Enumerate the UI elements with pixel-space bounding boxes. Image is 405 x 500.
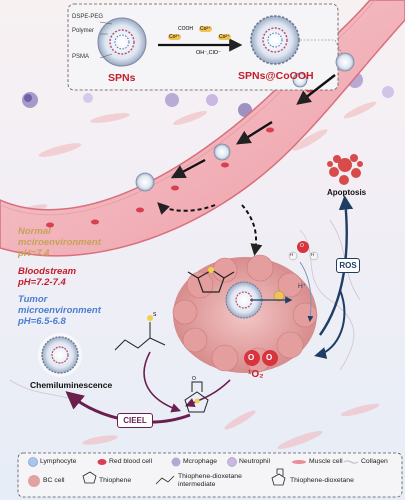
neutrophil-icon <box>227 457 237 467</box>
legend-muscle-cell: Muscle cell <box>309 458 343 465</box>
chemiluminescent-particle <box>38 333 82 377</box>
legend-lymphocyte: Lymphocyte <box>40 458 77 465</box>
spns-cooh-nanoparticle <box>250 15 300 65</box>
legend-box <box>17 452 403 498</box>
bc-cell-icon <box>28 475 40 487</box>
chem-co-1: Co²⁺ <box>168 34 181 40</box>
thiophene-icon <box>82 471 97 484</box>
cieel-label: CIEEL <box>117 413 153 428</box>
dioxetane-intermediate-icon <box>155 475 175 485</box>
legend-red-blood-cell: Red blood cell <box>109 458 153 465</box>
chemiluminescence-label: Chemiluminescence <box>30 380 113 390</box>
env-bloodstream: Bloodstream pH=7.2-7.4 <box>18 266 77 288</box>
h-atom-1: H <box>290 252 294 257</box>
apoptotic-cell <box>327 154 363 185</box>
macrophage-icon <box>171 457 181 467</box>
dioxetane-o-label: O <box>192 376 196 382</box>
chem-oxidant: OH⁻,ClO⁻ <box>196 50 222 56</box>
sulfur-atom <box>208 267 214 273</box>
h-plus-label: H⁺ <box>298 283 307 290</box>
apoptosis-label: Apoptosis <box>327 188 367 197</box>
legend-thiophene: Thiophene <box>99 477 132 484</box>
intermediate-s-label: S <box>153 312 157 318</box>
lymphocyte-icon <box>28 457 38 467</box>
spns-cooh-label: SPNs@CoOOH <box>238 70 314 82</box>
label-dspe-peg: DSPE-PEG <box>72 14 104 20</box>
water-molecule <box>288 241 319 261</box>
h-atom-2: H <box>311 252 315 257</box>
thiophene-dioxetane <box>184 381 209 413</box>
label-psma: PSMA <box>72 54 90 60</box>
label-polymer: Polymer <box>72 28 95 34</box>
o-atom: O <box>300 243 304 249</box>
legend-collagen: Collagen <box>361 458 388 465</box>
singlet-oxygen <box>244 350 278 366</box>
legend-neutrophil: Neutrophil <box>239 458 270 465</box>
chem-co-2: Co²⁺ <box>199 26 212 32</box>
legend-thiophene-dioxetane: Thiophene-dioxetane <box>290 477 354 484</box>
chem-cooh: COOH <box>178 26 193 32</box>
dioxetane-intermediate <box>114 315 166 351</box>
env-tumor: Tumor microenvironment pH=6.5-6.8 <box>18 294 101 327</box>
singlet-oxygen-label: ¹O₂ <box>248 369 264 380</box>
red-blood-cell-icon <box>97 459 107 465</box>
spns-label: SPNs <box>108 72 136 84</box>
flowing-nanoparticles <box>135 52 355 192</box>
env-normal: Normal mciroenvironment pH=7.4 <box>18 226 101 259</box>
legend-dioxetane-intermediate: Thiophene-dioxetane intermediate <box>178 473 242 488</box>
legend-bc-cell: BC cell <box>43 477 65 484</box>
spns-nanoparticle <box>97 17 147 67</box>
o-atom-1: O <box>248 353 255 362</box>
o-atom-2: O <box>266 353 273 362</box>
thiophene-dioxetane-icon <box>271 468 286 486</box>
muscle-cell-icon <box>292 460 306 464</box>
collagen-icon <box>343 460 359 464</box>
ros-label: ROS <box>336 258 360 273</box>
legend-macrophage: Mcrophage <box>183 458 218 465</box>
chem-co-3: Co²⁺ <box>218 34 231 40</box>
